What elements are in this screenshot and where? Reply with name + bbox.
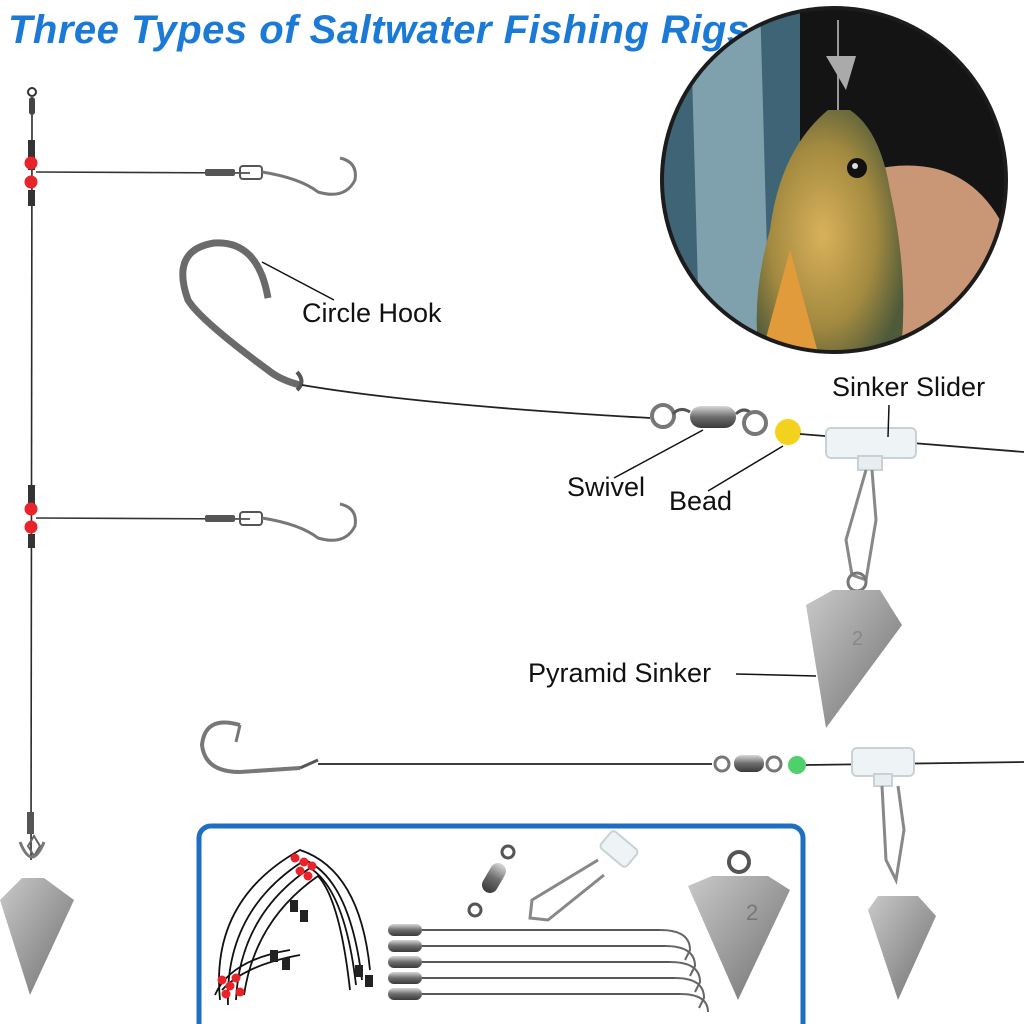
sinker-slider-icon (851, 747, 915, 777)
fish-photo (660, 6, 1008, 354)
hook-icon (261, 502, 357, 542)
swivel-label: Swivel (567, 472, 646, 502)
sinker-piece-icon: 2 (688, 850, 790, 1000)
sinker-slider-label: Sinker Slider (832, 372, 986, 402)
pyramid-sinker-icon (868, 896, 936, 1000)
red-bead (24, 502, 38, 516)
swivel-ring (650, 403, 676, 429)
swivel-icon (690, 406, 736, 428)
hook-icon (199, 720, 301, 775)
label-pointers (261, 261, 890, 677)
swivel-piece-icon (467, 844, 516, 918)
sinker-slider-icon (825, 427, 917, 459)
swivel-icon (734, 755, 764, 772)
sinker-slider-piece-icon (528, 830, 639, 922)
pyramid-sinker-icon (0, 878, 74, 995)
package-contents: 2 (196, 823, 806, 1024)
circle-hook-icon (179, 239, 301, 389)
hook-icon (261, 156, 357, 196)
top-ring (27, 87, 37, 97)
long-shank-rig (199, 720, 1024, 1000)
sinker-weight-mark: 2 (746, 900, 758, 925)
red-bead (24, 156, 38, 170)
top-swivel (29, 97, 35, 115)
sinker-weight-mark: 2 (852, 628, 863, 650)
bundled-red-beads (217, 853, 317, 999)
sinker-icon (826, 56, 856, 90)
dropper-rig (0, 87, 357, 995)
red-bead (24, 520, 38, 534)
yellow-bead (775, 419, 801, 445)
bead-label: Bead (669, 486, 733, 516)
pyramid-sinker-label: Pyramid Sinker (528, 658, 712, 688)
page-title: Three Types of Saltwater Fishing Rigs (8, 8, 750, 52)
circle-hook-label: Circle Hook (302, 298, 442, 328)
pyramid-sinker-icon (806, 590, 902, 728)
green-bead (788, 756, 806, 774)
red-bead (24, 175, 38, 189)
hook-set-icon (388, 924, 709, 1013)
fish-finder-rig: 2 (179, 239, 1024, 728)
contents-frame (196, 823, 806, 1024)
